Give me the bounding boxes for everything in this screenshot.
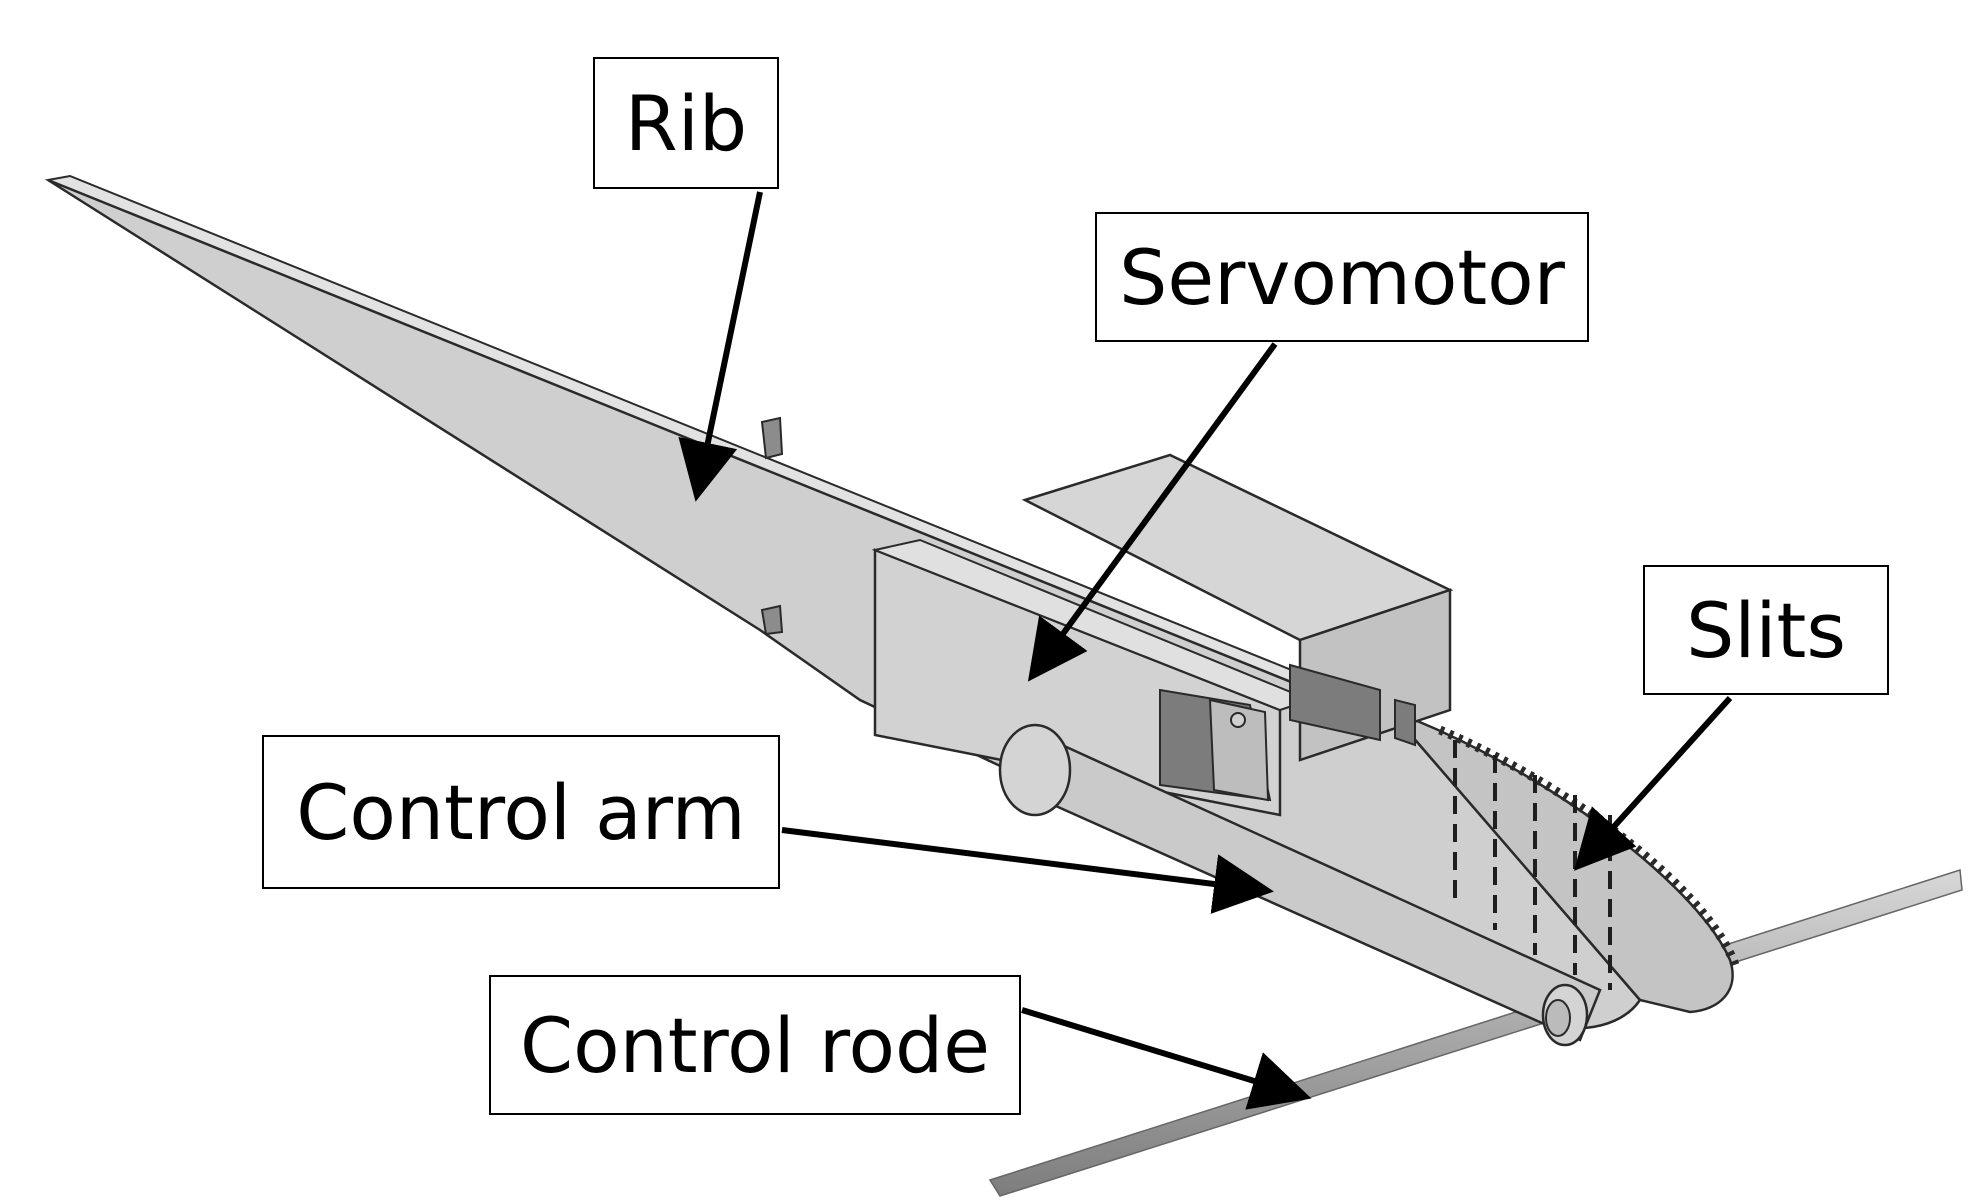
servomotor-arrow — [1027, 342, 1278, 682]
leader-arrows — [678, 191, 1733, 1110]
control-rode-arrow — [1021, 1007, 1312, 1110]
control-arm-arrow — [781, 827, 1274, 914]
rib-label: Rib — [593, 57, 779, 189]
slits-arrow — [1573, 695, 1733, 871]
servomotor — [871, 453, 1454, 817]
slits-label: Slits — [1643, 565, 1889, 695]
control-rode-label: Control rode — [489, 975, 1021, 1115]
rib-arrow — [678, 191, 763, 502]
control-arm — [998, 723, 1602, 1047]
servomotor-label: Servomotor — [1095, 212, 1589, 342]
control-arm-label: Control arm — [262, 735, 780, 889]
